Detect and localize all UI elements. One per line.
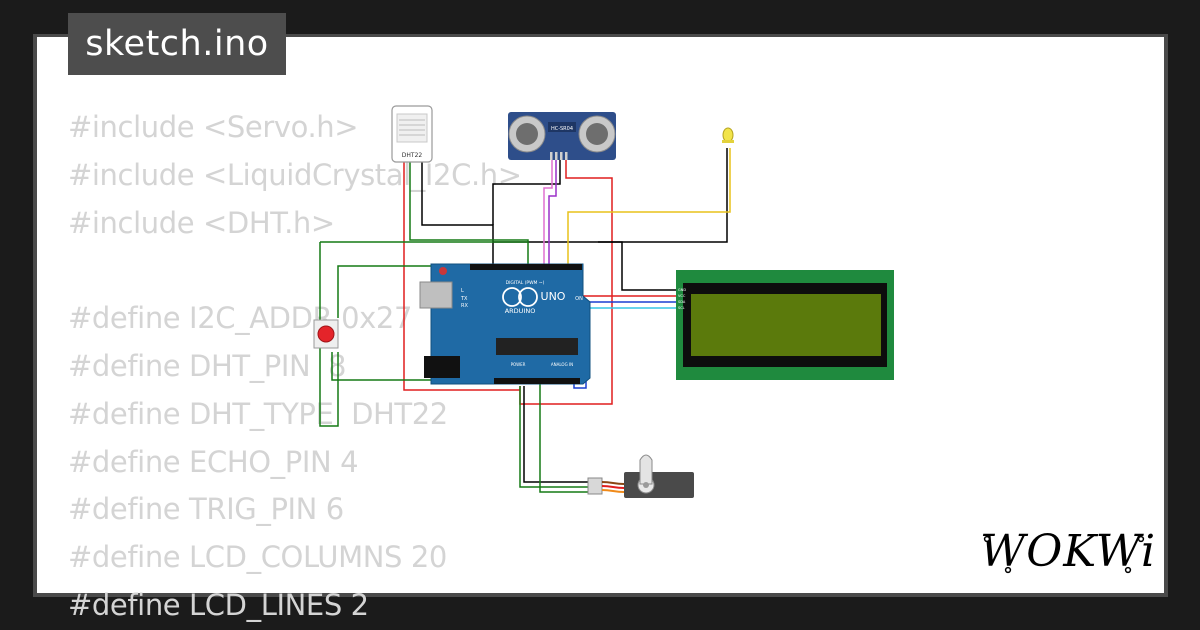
wire-red-dht	[403, 160, 520, 391]
code-line: #define DHT_TYPE DHT22	[68, 396, 448, 431]
code-line: #define LCD_LINES 2	[68, 587, 369, 622]
wire-black-ultrasonic	[492, 158, 561, 225]
wire-green-dht	[409, 160, 529, 265]
code-line: #include <DHT.h>	[68, 205, 335, 240]
led[interactable]	[722, 127, 734, 143]
arduino-brand-label: ARDUINO	[505, 307, 536, 315]
dht22-sensor[interactable]: DHT22	[391, 105, 433, 163]
lcd-pin-gnd: GND	[678, 288, 686, 292]
wire-black-servo	[523, 386, 596, 483]
arduino-analog-label: ANALOG IN	[551, 362, 573, 367]
code-line: #define I2C_ADDR 0x27	[68, 301, 412, 336]
ultrasonic-sensor[interactable]: HC-SR04	[508, 112, 616, 160]
wokwi-logo: WOKWi	[980, 526, 1155, 577]
wire-black-dht	[421, 160, 494, 265]
wire-pink-trig	[543, 158, 553, 265]
arduino-uno[interactable]: ARDUINO UNO DIGITAL (PWM ~) ANALOG IN PO…	[419, 263, 591, 385]
file-tab[interactable]: sketch.ino	[68, 13, 286, 75]
wire-black-lcd	[598, 241, 676, 291]
code-line: #define DHT_PIN 8	[68, 348, 347, 383]
dht22-label: DHT22	[402, 152, 423, 159]
pushbutton[interactable]	[313, 319, 339, 349]
arduino-l-label: L	[461, 288, 464, 294]
code-line: #define ECHO_PIN 4	[68, 444, 359, 479]
wire-black-led	[493, 148, 728, 243]
code-line: #include <LiquidCrystal_I2C.h>	[68, 157, 522, 192]
lcd-pin-sda: SDA	[678, 300, 686, 304]
arduino-power-label: POWER	[511, 362, 526, 367]
arduino-rx-label: RX	[461, 303, 468, 309]
ultrasonic-label: HC-SR04	[551, 126, 573, 132]
lcd-pin-scl: SCL	[678, 306, 685, 310]
wire-yellow-led	[567, 148, 731, 265]
arduino-tx-label: TX	[460, 296, 468, 302]
code-line: #define TRIG_PIN 6	[68, 492, 344, 527]
lcd-display[interactable]: GND VCC SDA SCL	[676, 270, 894, 380]
wire-green-servo-a	[519, 386, 596, 488]
arduino-model-label: UNO	[541, 290, 566, 303]
code-preview: #include <Servo.h> #include <LiquidCrysta…	[68, 104, 522, 630]
wire-purple-echo	[548, 158, 557, 265]
code-line: #include <Servo.h>	[68, 110, 359, 144]
code-line: #define LCD_COLUMNS 20	[68, 540, 447, 575]
servo-motor[interactable]	[587, 454, 694, 498]
arduino-digital-label: DIGITAL (PWM ~)	[506, 280, 545, 286]
arduino-on-label: ON	[575, 296, 583, 302]
wires	[319, 148, 731, 493]
lcd-pin-vcc: VCC	[678, 294, 686, 298]
